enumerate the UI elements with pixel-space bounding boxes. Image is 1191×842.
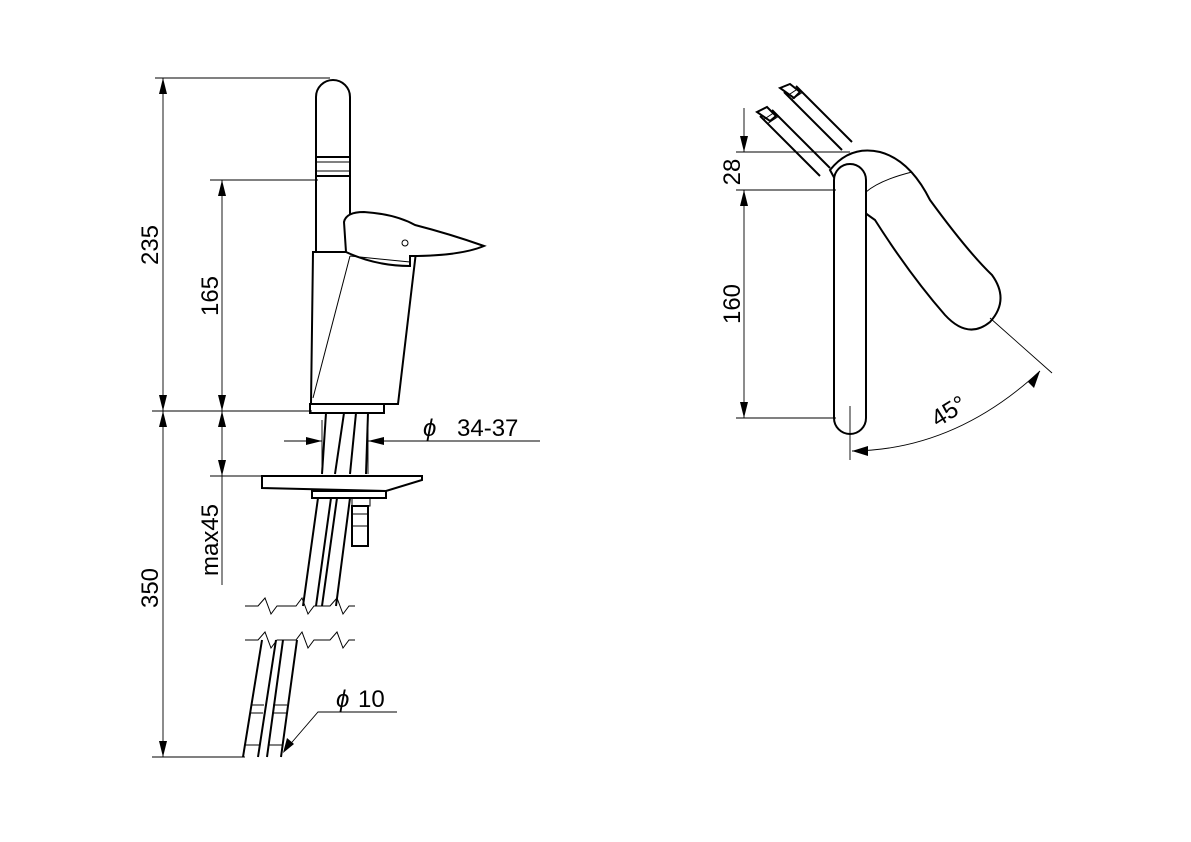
dim-235-label: 235 <box>137 225 164 265</box>
dim-hose-label: 10 <box>358 686 385 713</box>
top-view: 28 160 45° <box>719 82 1053 460</box>
dim-hose-symbol: ϕ <box>336 686 349 713</box>
dim-28-label: 28 <box>719 159 746 186</box>
dim-45-label: 45° <box>926 391 971 433</box>
break-line-bottom <box>245 630 355 650</box>
dim-160-label: 160 <box>719 284 746 324</box>
mounting-plate <box>261 475 423 493</box>
top-lever-body <box>828 149 1002 331</box>
lever-handle <box>342 210 487 268</box>
hoses-upper <box>302 497 351 607</box>
break-line-top <box>245 596 355 616</box>
top-hoses <box>755 82 853 177</box>
top-spout <box>833 163 867 435</box>
hoses-lower <box>242 639 298 758</box>
dim-hole-symbol: ϕ <box>423 415 436 442</box>
angle-arc <box>851 370 1041 452</box>
spout-ring <box>315 156 351 177</box>
faucet-body <box>309 251 418 405</box>
dim-350-label: 350 <box>137 568 164 608</box>
dim-max45-label: max45 <box>197 504 224 576</box>
side-view: 235 165 350 max45 ϕ 34-37 ϕ 10 <box>137 77 540 758</box>
dim-hole-label: 34-37 <box>457 415 518 442</box>
spout-tube <box>315 79 351 252</box>
body-base <box>309 403 385 414</box>
dim-165-label: 165 <box>197 276 224 316</box>
